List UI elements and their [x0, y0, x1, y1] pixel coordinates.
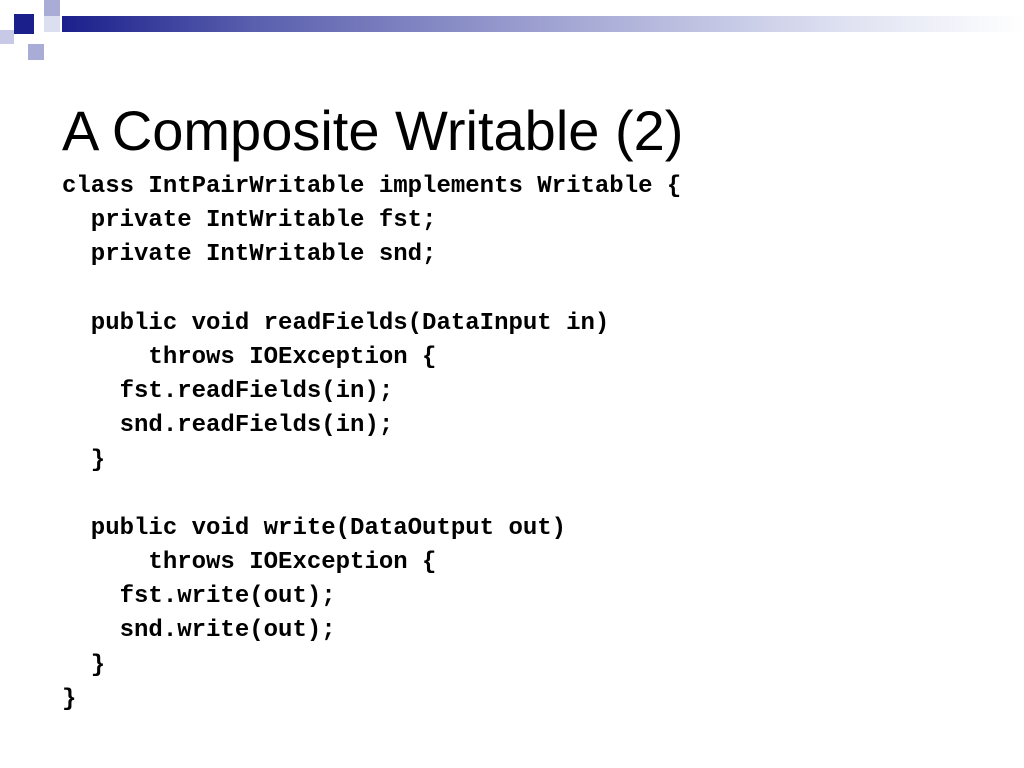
code-line: class IntPairWritable implements Writabl… — [62, 173, 682, 200]
code-line: throws IOException { — [62, 343, 437, 371]
code-line: snd.readFields(in); — [62, 412, 394, 440]
code-line: public void readFields(DataInput in) — [62, 309, 610, 337]
code-line: fst.write(out); — [62, 583, 336, 611]
code-line: private IntWritable fst; — [62, 207, 437, 235]
code-line: private IntWritable snd; — [62, 241, 437, 269]
code-line: } — [62, 651, 106, 679]
code-line: } — [62, 446, 106, 474]
lavender-square-left — [0, 30, 14, 44]
code-line: fst.readFields(in); — [62, 378, 394, 406]
code-line — [62, 478, 681, 512]
code-line: } — [62, 685, 77, 713]
code-line — [62, 273, 681, 307]
lavender-square-bottom — [28, 44, 44, 60]
slide-title: A Composite Writable (2) — [62, 99, 684, 162]
code-line: snd.write(out); — [62, 617, 336, 645]
code-block: class IntPairWritable implements Writabl… — [62, 170, 681, 717]
code-line: public void write(DataOutput out) — [62, 514, 567, 542]
code-line: throws IOException { — [62, 549, 437, 577]
header-gradient-bar — [62, 16, 1024, 32]
pale-square — [44, 16, 60, 32]
decorative-squares — [0, 0, 80, 64]
navy-square — [14, 14, 34, 34]
lavender-square-top — [44, 0, 60, 16]
